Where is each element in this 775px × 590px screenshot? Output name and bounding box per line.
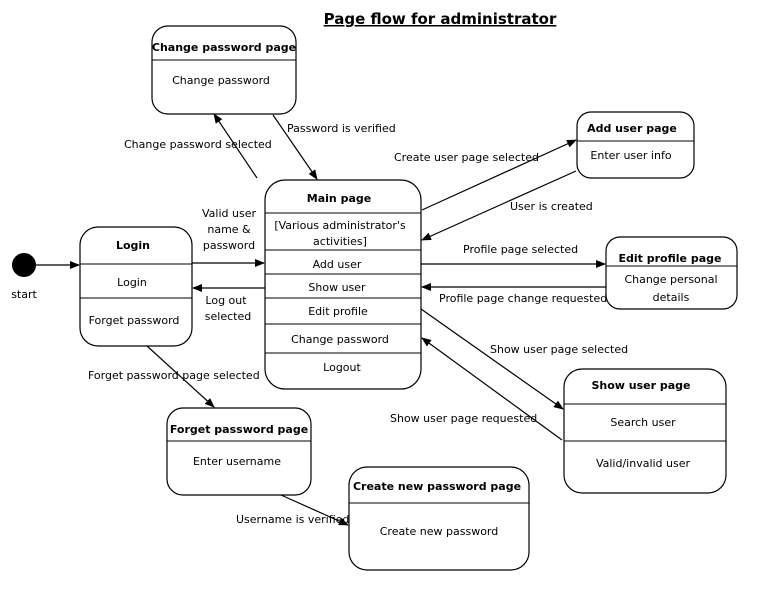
arrow-forget-to-create-new-password xyxy=(280,494,349,526)
state-item: [Various administrator's xyxy=(274,219,406,232)
edge-label: Log out xyxy=(205,294,247,307)
state-title: Login xyxy=(116,239,150,252)
state-item: activities] xyxy=(313,235,367,248)
edge-label: selected xyxy=(205,310,251,323)
state-title: Add user page xyxy=(587,122,677,135)
edge-label: Change password selected xyxy=(124,138,272,151)
edge-label: Show user page requested xyxy=(390,412,537,425)
edge-label: name & xyxy=(207,223,251,236)
edge-label: Profile page selected xyxy=(463,243,578,256)
start-node xyxy=(12,253,36,277)
state-item: Search user xyxy=(610,416,676,429)
state-change-password-page: Change password page Change password xyxy=(151,25,297,115)
state-title: Edit profile page xyxy=(619,252,722,265)
arrow-change-password-to-main xyxy=(272,114,318,180)
edge-label: Username is verified xyxy=(236,513,349,526)
state-forget-password-page: Forget password page Enter username xyxy=(166,407,312,496)
edge-label: Password is verified xyxy=(287,122,396,135)
arrow-login-to-forget-password xyxy=(146,345,215,408)
state-item: Change password xyxy=(291,333,389,346)
state-login: Login Login Forget password xyxy=(79,226,193,347)
state-item: Logout xyxy=(323,361,361,374)
state-item: Add user xyxy=(313,258,362,271)
state-item: Valid/invalid user xyxy=(596,457,691,470)
edge-label: Create user page selected xyxy=(394,151,539,164)
arrow-main-to-add-user xyxy=(421,139,577,211)
start-label: start xyxy=(11,288,37,301)
arrow-main-to-change-password xyxy=(213,113,258,179)
edge-label: Profile page change requested xyxy=(439,292,607,305)
arrow-add-user-to-main xyxy=(421,170,577,241)
edge-label: User is created xyxy=(510,200,593,213)
state-item: Change password xyxy=(172,74,270,87)
state-main-page: Main page [Various administrator's activ… xyxy=(264,179,422,390)
edge-label: Show user page selected xyxy=(490,343,628,356)
arrow-show-user-to-main xyxy=(421,337,563,441)
edge-label: Forget password page selected xyxy=(88,369,260,382)
diagram-title: Page flow for administrator xyxy=(324,10,557,28)
state-item: Login xyxy=(117,276,147,289)
state-title: Create new password page xyxy=(353,480,521,493)
state-item: Enter username xyxy=(193,455,281,468)
state-item: Create new password xyxy=(380,525,499,538)
state-item: Show user xyxy=(308,281,366,294)
state-item: details xyxy=(653,291,690,304)
arrow-main-to-show-user xyxy=(420,308,564,410)
state-item: Edit profile xyxy=(308,305,368,318)
state-title: Show user page xyxy=(591,379,690,392)
edge-label: password xyxy=(203,239,255,252)
state-title: Main page xyxy=(307,192,371,205)
state-title: Change password page xyxy=(152,41,296,54)
state-item: Change personal xyxy=(624,273,717,286)
state-show-user-page: Show user page Search user Valid/invalid… xyxy=(563,368,727,494)
state-edit-profile-page: Edit profile page Change personal detail… xyxy=(605,236,738,310)
state-item: Enter user info xyxy=(590,149,671,162)
state-create-new-password-page: Create new password page Create new pass… xyxy=(348,466,530,571)
state-item: Forget password xyxy=(89,314,180,327)
state-title: Forget password page xyxy=(170,423,308,436)
edge-label: Valid user xyxy=(202,207,256,220)
state-add-user-page: Add user page Enter user info xyxy=(576,111,695,179)
